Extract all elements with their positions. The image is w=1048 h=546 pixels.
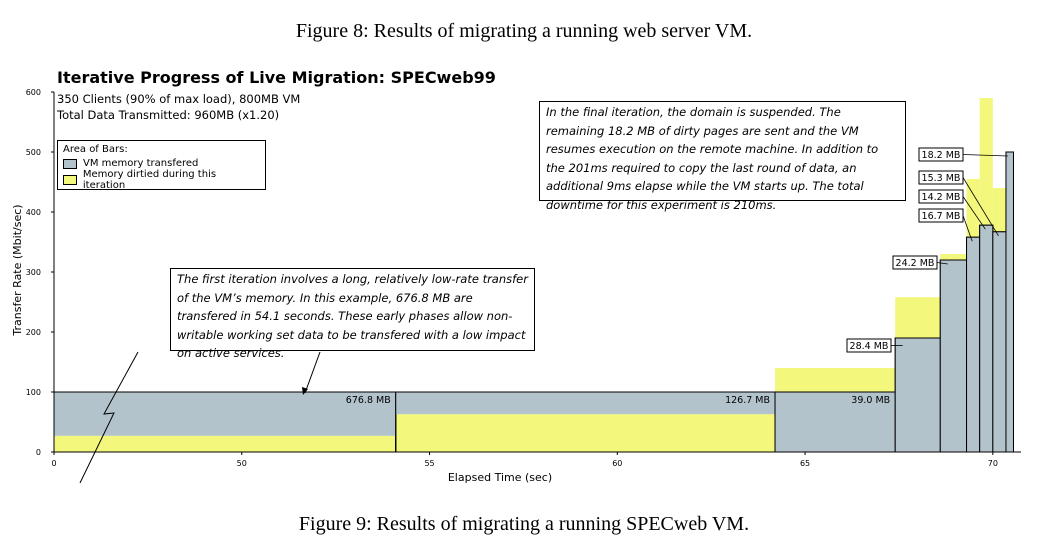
- x-tick-label-0: 0: [51, 459, 56, 468]
- bar-label-7: 14.2 MB: [922, 192, 961, 203]
- bar-label-arrow-5: [936, 262, 948, 265]
- chart-subtitle-total: Total Data Transmitted: 960MB (x1.20): [57, 108, 280, 122]
- transferred-bar-6: [966, 237, 980, 452]
- transferred-bar-8: [992, 231, 1006, 452]
- x-tick-label-70: 70: [988, 459, 998, 468]
- bar-label-9: 18.2 MB: [922, 150, 961, 161]
- y-tick-label-0: 0: [36, 448, 41, 457]
- transferred-bar-3: [775, 392, 896, 452]
- chart-subtitle-clients: 350 Clients (90% of max load), 800MB VM: [57, 92, 301, 106]
- annotation-first-pointer-head: [302, 387, 308, 395]
- y-tick-label-100: 100: [26, 388, 41, 397]
- transferred-bar-4: [895, 338, 941, 452]
- bar-label-5: 24.2 MB: [896, 258, 935, 269]
- y-tick-label-600: 600: [26, 88, 41, 97]
- transferred-bar-1: [54, 392, 396, 436]
- legend-entry-transferred: VM memory transfered: [63, 156, 260, 171]
- transferred-bar-9: [1005, 152, 1014, 452]
- y-tick-label-200: 200: [26, 328, 41, 337]
- legend-label-transferred: VM memory transfered: [83, 158, 199, 169]
- axis-break-marker: [79, 351, 139, 484]
- x-tick-label-50: 50: [237, 459, 247, 468]
- bar-label-6: 16.7 MB: [922, 211, 961, 222]
- transferred-bar-5: [940, 260, 967, 452]
- bar-label-3: 39.0 MB: [851, 395, 890, 406]
- x-tick-label-60: 60: [612, 459, 622, 468]
- bar-label-4: 28.4 MB: [850, 341, 889, 352]
- legend-entry-dirtied: Memory dirtied during this iteration: [63, 169, 260, 191]
- y-tick-label-400: 400: [26, 208, 41, 217]
- dirtied-bar-2: [395, 414, 776, 452]
- y-tick-label-300: 300: [26, 268, 41, 277]
- x-axis-label: Elapsed Time (sec): [448, 471, 552, 484]
- x-tick-label-65: 65: [800, 459, 810, 468]
- dirtied-bar-1: [54, 435, 396, 452]
- transferred-bar-2: [395, 392, 776, 415]
- bar-label-arrow-6: [962, 215, 973, 242]
- annotation-final-iteration: In the final iteration, the domain is su…: [539, 101, 906, 212]
- annotation-first-iteration: The first iteration involves a long, rel…: [170, 268, 535, 360]
- y-tick-label-500: 500: [26, 148, 41, 157]
- legend-swatch-transferred: [63, 158, 77, 169]
- bar-label-arrow-7: [962, 196, 986, 230]
- x-tick-label-55: 55: [424, 459, 434, 468]
- legend: Area of Bars: VM memory transfered Memor…: [57, 140, 266, 191]
- figure-9-caption: Figure 9: Results of migrating a running…: [298, 513, 750, 535]
- bar-label-2: 126.7 MB: [725, 395, 770, 406]
- bar-label-arrow-8: [962, 177, 999, 237]
- chart-title: Iterative Progress of Live Migration: SP…: [57, 68, 496, 87]
- figure-8-caption: Figure 8: Results of migrating a running…: [295, 20, 753, 42]
- bar-label-8: 15.3 MB: [922, 173, 961, 184]
- bar-label-arrow-9: [962, 154, 1008, 157]
- transferred-bar-7: [979, 225, 993, 452]
- legend-label-dirtied: Memory dirtied during this iteration: [82, 168, 217, 191]
- y-axis-label: Transfer Rate (Mbit/sec): [11, 204, 24, 336]
- legend-title: Area of Bars:: [63, 144, 128, 155]
- annotation-first-pointer: [304, 351, 321, 394]
- bar-label-1: 676.8 MB: [346, 395, 391, 406]
- legend-swatch-dirtied: [63, 174, 77, 185]
- bar-labels-layer: 676.8 MB 126.7 MB 39.0 MB 28.4 MB 24.2 MB 16.…: [302, 147, 1008, 406]
